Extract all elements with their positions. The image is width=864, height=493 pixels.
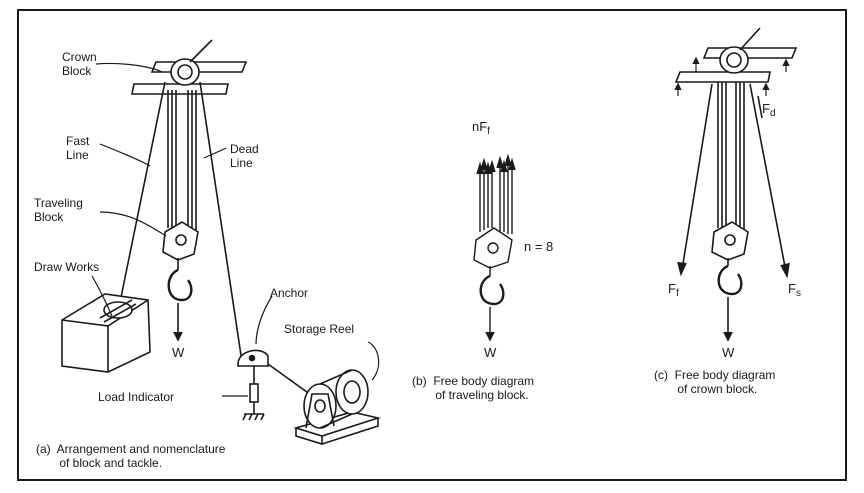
traveling-block <box>162 221 199 261</box>
traveling-block-label: Traveling Block <box>34 196 83 224</box>
nff-label-main: nF <box>472 119 488 134</box>
crown-lower-beam-c <box>674 71 771 83</box>
crown-sheave <box>170 58 200 86</box>
dead-line <box>199 81 243 363</box>
caption-a: (a) Arrangement and nomenclature of bloc… <box>36 442 226 470</box>
nff-label-sub: f <box>487 126 490 137</box>
fd-label-sub: d <box>769 108 776 119</box>
fs-label: Fs <box>788 282 801 301</box>
ff-label-main: F <box>668 281 676 296</box>
hook-b <box>479 274 505 306</box>
anchor-label: Anchor <box>270 286 309 300</box>
ff-label: Ff <box>668 282 679 301</box>
fd-label: Fd <box>762 102 776 121</box>
load-indicator <box>249 383 259 403</box>
draw-works-label: Draw Works <box>34 260 100 274</box>
load-indicator-label: Load Indicator <box>98 390 175 404</box>
crown-block-label: Crown Block <box>62 50 97 78</box>
figure-frame <box>17 9 847 481</box>
panel-a-leaders <box>91 62 380 397</box>
dead-line-label: Dead Line <box>230 142 259 170</box>
caption-b: (b) Free body diagram of traveling block… <box>412 374 535 402</box>
panel-c-drawing <box>674 27 798 342</box>
weight-label-a: W <box>172 345 185 360</box>
storage-reel <box>303 383 337 429</box>
nff-label: nFf <box>472 120 490 139</box>
fast-line-force <box>681 83 713 271</box>
traveling-block-c <box>711 221 749 261</box>
panel-a-drawing <box>61 39 382 446</box>
hook-c <box>717 264 743 296</box>
n-equals-label: n = 8 <box>524 239 554 254</box>
panel-b-drawing <box>473 153 516 342</box>
weight-label-c: W <box>722 345 735 360</box>
fast-line <box>117 81 166 313</box>
crown-upper-beam-c <box>702 47 798 59</box>
ff-label-sub: f <box>675 288 679 299</box>
traveling-block-fbd <box>473 227 513 269</box>
storage-reel-label: Storage Reel <box>284 322 355 336</box>
caption-c: (c) Free body diagram of crown block. <box>654 368 776 396</box>
fd-label-main: F <box>762 101 770 116</box>
weight-label-b: W <box>484 345 497 360</box>
fs-label-main: F <box>788 281 796 296</box>
crown-lower-beam <box>131 83 229 95</box>
fast-line-label: Fast Line <box>66 134 90 162</box>
dead-line-force <box>749 83 787 273</box>
hook-a <box>167 268 193 302</box>
fs-label-sub: s <box>795 288 801 299</box>
